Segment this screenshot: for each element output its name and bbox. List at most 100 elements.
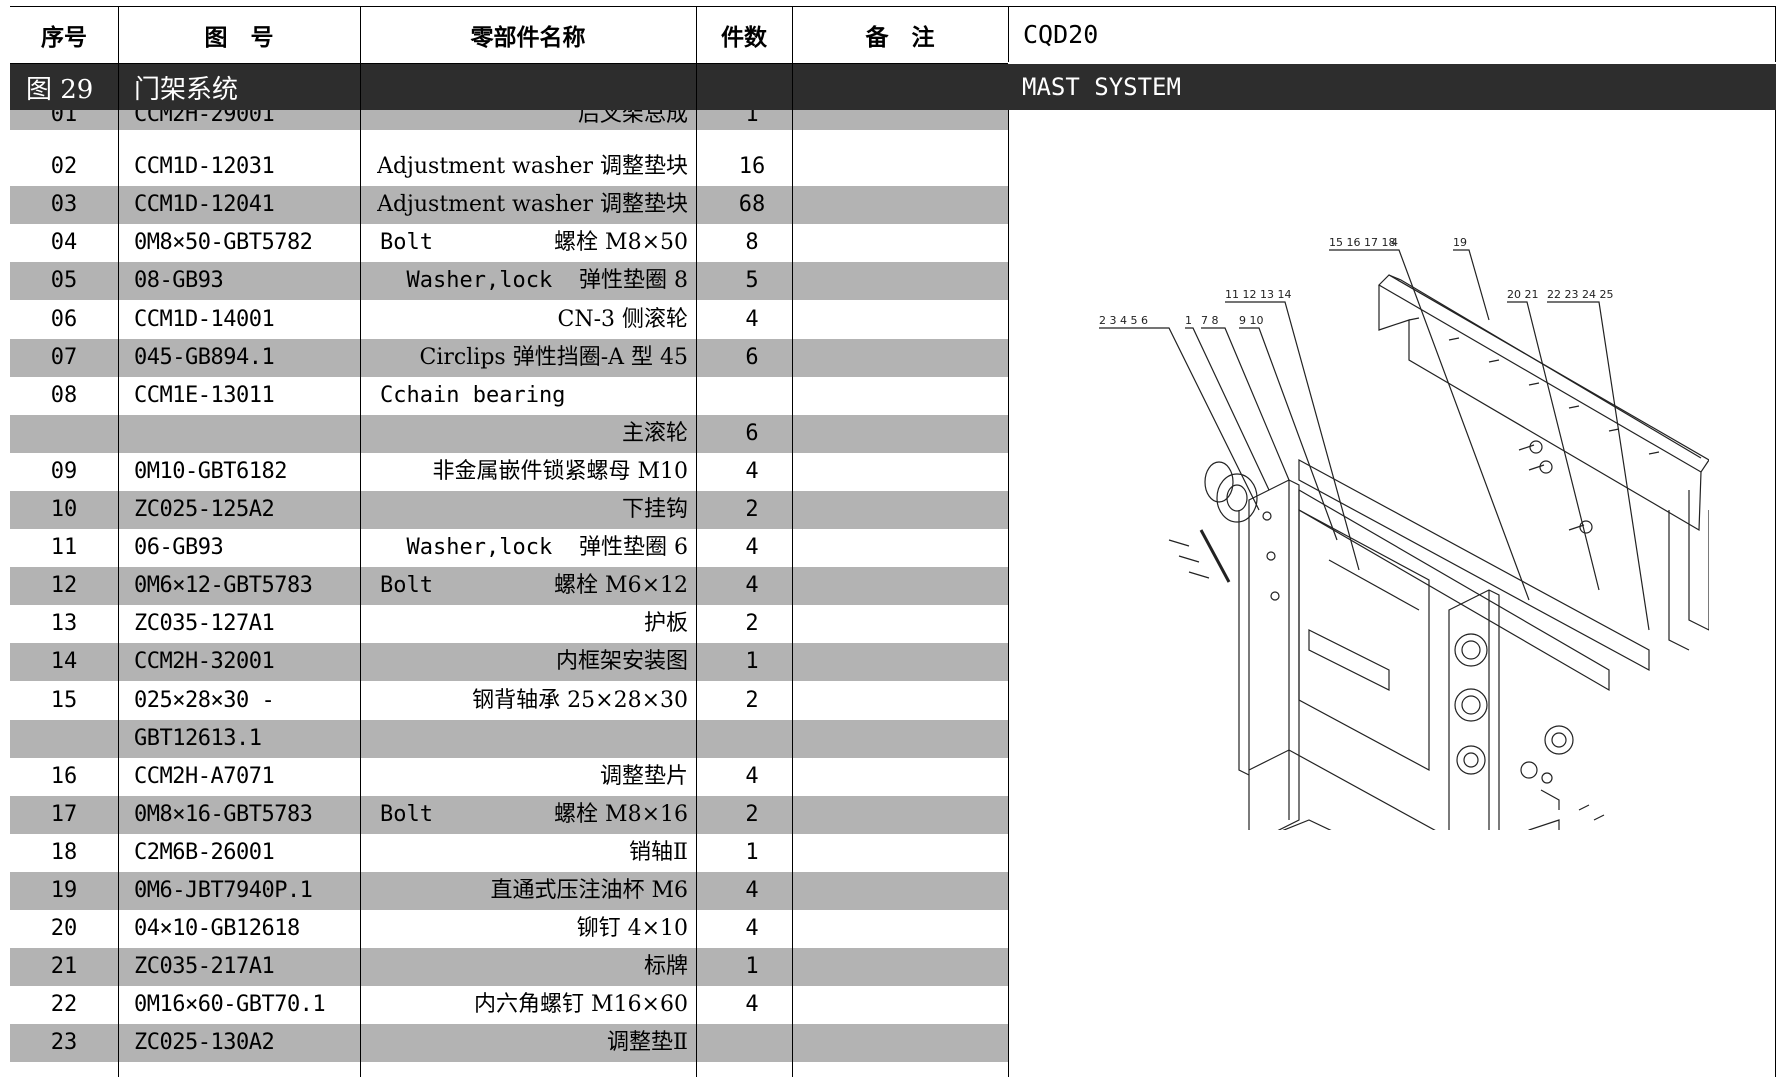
header-note: 备 注 [792, 6, 1008, 64]
row-part-name: Bolt 螺栓 M6×12 [368, 567, 698, 605]
row-figure-number: 045-GB894.1 [134, 344, 275, 370]
row-quantity: 5 [745, 268, 759, 294]
row-part-name: 铆钉 4×10 [368, 910, 698, 948]
row-part-name-cn: Circlips 弹性挡圈-A 型 45 [419, 344, 688, 370]
row-quantity: 4 [745, 878, 759, 903]
row-part-name-cn: 调整垫Ⅱ [607, 1030, 688, 1056]
row-part-name: Circlips 弹性挡圈-A 型 45 [368, 339, 698, 377]
row-part-name: 非金属嵌件锁紧螺母 M10 [368, 453, 698, 491]
row-figure-number: 0M8×50-GBT5782 [134, 230, 313, 256]
row-seq: 22 [50, 992, 78, 1018]
row-seq: 23 [50, 1030, 78, 1056]
row-quantity: 4 [745, 916, 759, 942]
row-figure-number: 0M10-GBT6182 [134, 458, 287, 484]
row-figure-number: 0M6×12-GBT5783 [134, 573, 313, 599]
row-quantity [704, 377, 800, 415]
row-seq: 18 [50, 839, 78, 865]
table-row: 主滚轮 6 [10, 414, 1008, 453]
callout-label: 15 16 17 18 [1329, 236, 1395, 249]
row-part-name: 内六角螺钉 M16×60 [368, 986, 698, 1024]
section-title-cn: 门架系统 [134, 74, 239, 105]
row-figure-number: 0M6-JBT7940P.1 [134, 878, 313, 903]
callout-label: 22 23 24 25 [1547, 288, 1613, 301]
row-quantity: 2 [745, 801, 759, 827]
row-quantity: 2 [745, 497, 759, 522]
callout-label: 19 [1453, 236, 1467, 249]
row-part-name-cn: 直通式压注油杯 M6 [490, 878, 688, 903]
row-quantity: 2 [745, 611, 759, 637]
row-quantity: 2 [745, 687, 759, 713]
row-seq: 04 [50, 230, 78, 256]
row-seq: 14 [50, 649, 78, 675]
row-figure-number: CCM2H-29001 [134, 110, 275, 127]
row-seq: 12 [50, 573, 78, 599]
row-part-name-cn: 铆钉 4×10 [576, 916, 688, 942]
row-seq: 08 [50, 382, 78, 408]
row-figure-number: CCM1D-12031 [134, 154, 275, 180]
row-quantity: 6 [745, 420, 759, 446]
row-seq: 13 [50, 611, 78, 637]
row-figure-number: C2M6B-26001 [134, 839, 275, 865]
row-figure-number: 08-GB93 [134, 268, 224, 294]
callout-label: 4 [1391, 236, 1398, 249]
row-part-name: CN-3 侧滚轮 [368, 301, 698, 339]
row-part-name-cn: 护板 [643, 611, 688, 637]
row-part-name-en: Cchain bearing [380, 382, 566, 408]
row-seq: 01 [50, 110, 78, 127]
row-figure-number: 06-GB93 [134, 535, 224, 561]
table-row: 08 CCM1E-13011 Cchain bearing [10, 377, 1008, 415]
row-seq: 17 [50, 801, 78, 827]
row-part-name-cn: 螺栓 M8×50 [554, 230, 688, 256]
row-part-name-cn: 弹性垫圈 8 [579, 268, 688, 294]
row-quantity: 4 [745, 992, 759, 1018]
row-figure-number: CCM1E-13011 [134, 382, 275, 408]
callout-label: 9 10 [1239, 314, 1264, 327]
row-part-name: 标牌 [368, 948, 698, 986]
section-figure: 图 29 [26, 74, 94, 105]
row-part-name: Cchain bearing [368, 377, 698, 415]
row-part-name [368, 720, 698, 758]
row-part-name-cn: 内框架安装图 [555, 649, 688, 675]
section-title-en: MAST SYSTEM [1008, 64, 1776, 110]
row-seq: 21 [50, 954, 78, 980]
row-part-name-cn: 下挂钩 [621, 497, 688, 522]
row-quantity: 8 [745, 230, 759, 256]
row-part-name: 钢背轴承 25×28×30 [368, 682, 698, 720]
row-seq: 06 [50, 306, 78, 332]
mast-system-diagram: 2 3 4 5 6 1 7 8 9 10 11 12 13 14 15 16 1… [1099, 236, 1709, 830]
row-part-name-cn: 后叉架总成 [577, 110, 688, 127]
row-part-name-en: Bolt [380, 573, 433, 599]
row-quantity: 4 [745, 306, 759, 332]
row-part-name: 调整垫Ⅱ [368, 1024, 698, 1062]
column-divider [792, 6, 793, 1077]
row-part-name: Adjustment washer 调整垫块 [368, 186, 698, 224]
row-part-name-cn: 弹性垫圈 6 [579, 535, 688, 561]
row-seq: 07 [50, 344, 78, 370]
row-part-name-cn: 主滚轮 [621, 420, 688, 446]
row-quantity: 4 [745, 458, 759, 484]
row-part-name: 调整垫片 [368, 758, 698, 796]
callout-label: 11 12 13 14 [1225, 288, 1291, 301]
row-part-name: 直通式压注油杯 M6 [368, 872, 698, 910]
row-part-name-cn: 螺栓 M6×12 [554, 573, 688, 599]
row-part-name-cn: CN-3 侧滚轮 [557, 306, 688, 332]
row-part-name-cn: 非金属嵌件锁紧螺母 M10 [432, 458, 688, 484]
exploded-drawing: 2 3 4 5 6 1 7 8 9 10 11 12 13 14 15 16 1… [1008, 110, 1776, 1077]
row-figure-number: ZC025-125A2 [134, 497, 275, 522]
